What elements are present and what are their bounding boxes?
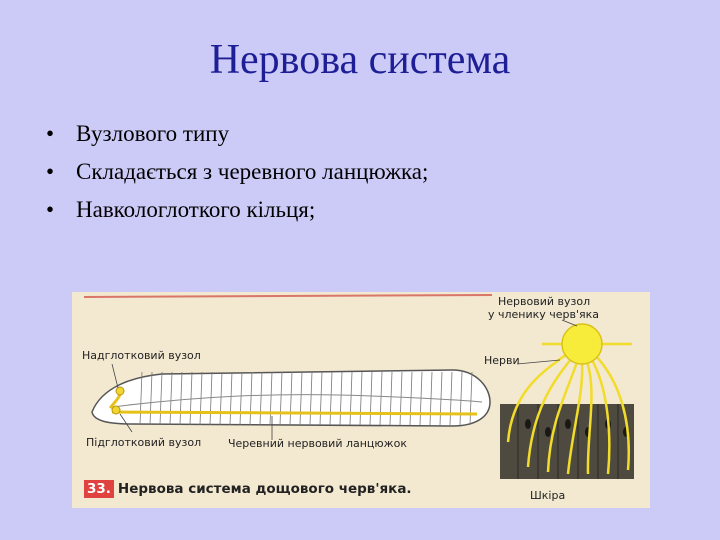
label-skin: Шкіра (530, 490, 565, 502)
figure-number: 33. (84, 480, 114, 498)
bullet-item: •Навкологлоткого кільця; (46, 191, 428, 229)
figure-caption-text: Нервова система дощового черв'яка. (118, 481, 412, 497)
nerve-ganglion (562, 324, 602, 364)
label-ganglion-segment: у членику черв'яка (488, 309, 599, 321)
bullet-text: Вузлового типу (76, 121, 229, 146)
supra-ganglion-dot (116, 387, 124, 395)
bullet-item: •Вузлового типу (46, 115, 428, 153)
skin-block (500, 404, 634, 479)
label-supra-ganglion: Надглотковий вузол (82, 350, 201, 362)
top-rule (84, 295, 492, 297)
label-nerves: Нерви (484, 355, 520, 367)
bullet-text: Складається з черевного ланцюжка; (76, 159, 428, 184)
leader-line (112, 364, 118, 388)
label-ventral-chain: Черевний нервовий ланцюжок (228, 438, 407, 450)
earthworm-illustration (72, 292, 650, 508)
bullet-item: •Складається з черевного ланцюжка; (46, 153, 428, 191)
bullet-dot: • (46, 153, 76, 191)
bullet-text: Навкологлоткого кільця; (76, 197, 315, 222)
figure-caption: 33.Нервова система дощового черв'яка. (84, 480, 412, 498)
bullet-list: •Вузлового типу •Складається з черевного… (46, 115, 428, 229)
label-sub-ganglion: Підглотковий вузол (86, 437, 201, 449)
earthworm-figure: Надглотковий вузол Підглотковий вузол Че… (72, 292, 650, 508)
bullet-dot: • (46, 115, 76, 153)
bullet-dot: • (46, 191, 76, 229)
sub-ganglion-dot (112, 406, 120, 414)
slide-title: Нервова система (0, 36, 720, 84)
label-ganglion: Нервовий вузол (498, 296, 590, 308)
